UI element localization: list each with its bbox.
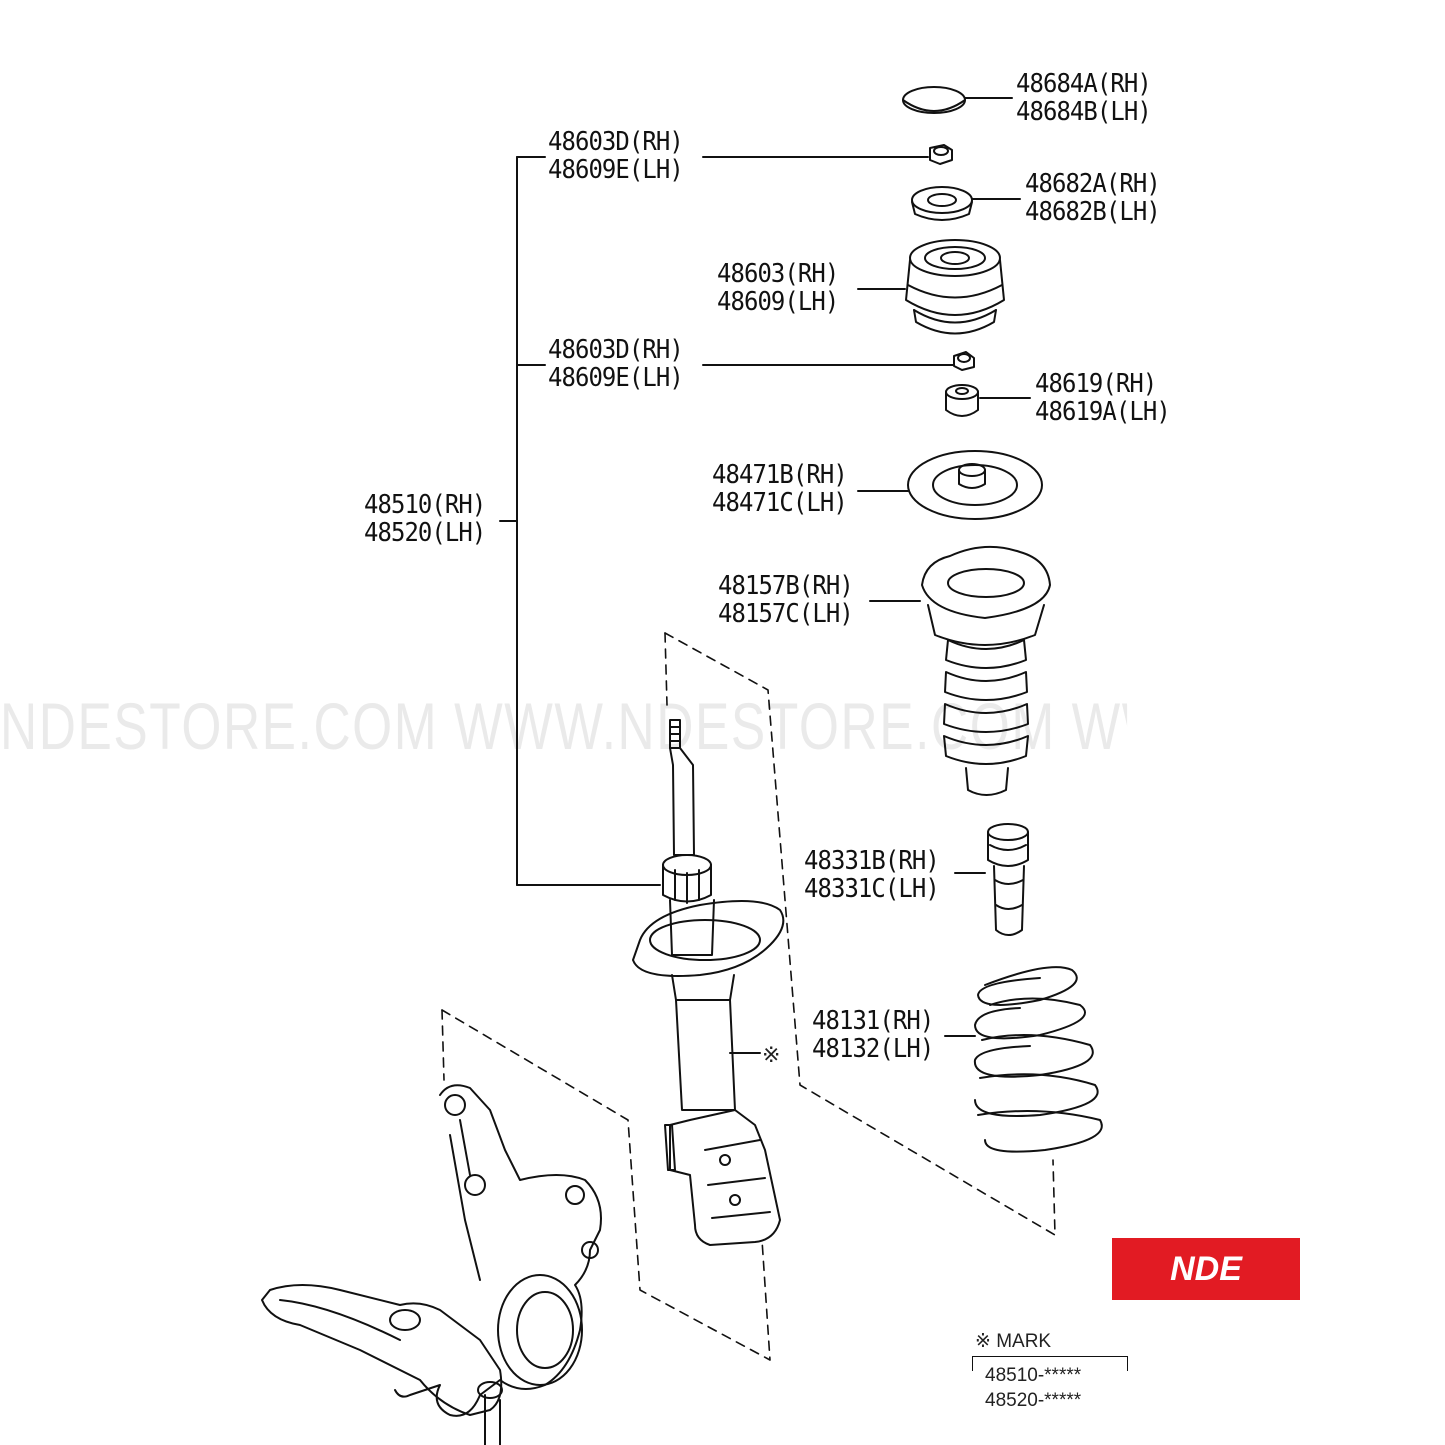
label-strut-rh: 48510(RH) (364, 490, 486, 520)
coil-spring-part (973, 966, 1103, 1153)
label-spring-rh: 48131(RH) (812, 1006, 934, 1036)
label-nut-top-lh: 48609E(LH) (548, 155, 684, 185)
leader-lines (499, 97, 1031, 1054)
bump-stop-part (987, 823, 1029, 936)
brand-name: NDE (1170, 1249, 1242, 1288)
knuckle-part (261, 1084, 602, 1445)
label-bushing-lh: 48619A(LH) (1035, 397, 1171, 427)
label-nut-mid-rh: 48603D(RH) (548, 335, 684, 365)
cap-part (902, 86, 966, 114)
label-mount-lh: 48609(LH) (717, 287, 839, 317)
strut-assembly-part (632, 719, 785, 1246)
washer-part (911, 186, 973, 221)
label-cap-rh: 48684A(RH) (1016, 69, 1152, 99)
label-nut-mid-lh: 48609E(LH) (548, 363, 684, 393)
label-washer-rh: 48682A(RH) (1025, 169, 1161, 199)
bushing-part (945, 384, 979, 417)
mark-symbol: ※ (762, 1042, 781, 1067)
label-bump-stop-lh: 48331C(LH) (804, 874, 940, 904)
label-washer-lh: 48682B(LH) (1025, 197, 1161, 227)
nut-mid-part (953, 351, 975, 371)
mark-legend-line-2: 48520-***** (985, 1390, 1082, 1411)
watermark-text: NDESTORE.COM WWW.NDESTORE.COM WWW.NDESTO… (0, 689, 1127, 763)
mark-legend-title: ※ MARK (975, 1331, 1052, 1352)
label-boot-lh: 48157C(LH) (718, 599, 854, 629)
label-boot-rh: 48157B(RH) (718, 571, 854, 601)
label-bump-stop-rh: 48331B(RH) (804, 846, 940, 876)
boot-part (921, 545, 1051, 796)
label-mount-rh: 48603(RH) (717, 259, 839, 289)
label-bushing-rh: 48619(RH) (1035, 369, 1157, 399)
nde-logo-badge: NDE (1112, 1238, 1300, 1300)
label-nut-top-rh: 48603D(RH) (548, 127, 684, 157)
label-strut-lh: 48520(LH) (364, 518, 486, 548)
label-spring-lh: 48132(LH) (812, 1034, 934, 1064)
label-upper-seat-lh: 48471C(LH) (712, 488, 848, 518)
dashed-guides (441, 632, 1056, 1361)
upper-seat-part (907, 450, 1043, 520)
mount-part (905, 239, 1005, 335)
label-upper-seat-rh: 48471B(RH) (712, 460, 848, 490)
label-cap-lh: 48684B(LH) (1016, 97, 1152, 127)
mark-legend-line-1: 48510-***** (985, 1365, 1082, 1386)
nut-top-part (929, 144, 953, 165)
mark-legend-bracket (972, 1356, 1128, 1371)
